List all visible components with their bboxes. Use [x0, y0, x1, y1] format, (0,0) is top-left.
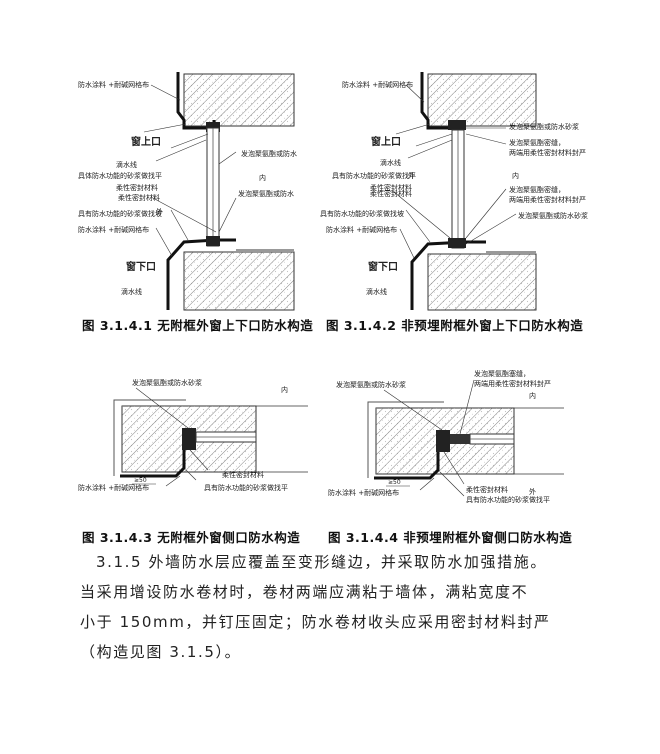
figure-3-1-4-4: 发泡聚氨酯或防水砂浆 发泡聚氨酯塞缝， 两端用柔性密封材料封严 内 外 柔性密封…	[328, 369, 564, 504]
label-foam: 发泡聚氨酯或防水砂浆	[336, 380, 406, 389]
paragraph-line-1: 3.1.5 外墙防水层应覆盖至变形缝边，并采取防水加强措施。	[96, 553, 547, 571]
label-inside: 内	[512, 171, 519, 180]
section-3-1-5-paragraph: 3.1.5 外墙防水层应覆盖至变形缝边，并采取防水加强措施。 当采用增设防水卷材…	[80, 547, 600, 667]
paragraph-line-2: 当采用增设防水卷材时，卷材两端应满粘于墙体，满粘宽度不	[80, 583, 529, 601]
label-seam-top-2: 两端用柔性密封材料封严	[509, 148, 586, 157]
label-seam-1: 发泡聚氨酯塞缝，	[474, 369, 530, 378]
label-drip-top: 滴水线	[380, 158, 401, 167]
label-drip-top: 滴水线	[116, 160, 137, 169]
label-seam-2: 两端用柔性密封材料封严	[474, 379, 551, 388]
label-window-bot: 窗下口	[126, 260, 156, 273]
label-mortar: 具有防水功能的砂浆做找平	[204, 483, 288, 492]
label-sealant: 柔性密封材料	[222, 470, 264, 479]
label-sealant-bot: 柔性密封材料	[370, 189, 412, 198]
bottom-waterproof-layer	[166, 238, 236, 310]
label-coating: 防水涂料 +耐碱网格布	[78, 483, 149, 492]
paragraph-line-3: 小于 150mm，并钉压固定；防水卷材收头应采用密封材料封严	[80, 613, 551, 631]
label-outside: 外	[529, 487, 536, 496]
label-seam-top-1: 发泡聚氨酯密缝，	[509, 138, 565, 147]
label-seam-bot-2: 两端用柔性密封材料封严	[509, 195, 586, 204]
caption-3-1-4-1: 图 3.1.4.1 无附框外窗上下口防水构造	[82, 318, 314, 333]
label-coating-top: 防水涂料 +耐碱网格布	[342, 80, 413, 89]
label-inside: 内	[529, 391, 536, 400]
top-waterproof-layer	[420, 72, 460, 130]
label-window-top: 窗上口	[131, 135, 161, 148]
label-mortar: 具有防水功能的砂浆做找平	[466, 495, 550, 504]
label-coating-bot: 防水涂料 +耐碱网格布	[78, 225, 149, 234]
label-window-top: 窗上口	[371, 135, 401, 148]
label-seam-bot-1: 发泡聚氨酯密缝，	[509, 185, 565, 194]
label-coating: 防水涂料 +耐碱网格布	[328, 488, 399, 497]
label-sealant-top: 柔性密封材料	[370, 183, 412, 192]
label-inside: 内	[259, 173, 266, 182]
label-outside: 外	[156, 207, 163, 216]
label-foam-top: 发泡聚氨酯或防水	[241, 149, 297, 158]
bottom-waterproof-layer	[410, 240, 486, 310]
caption-3-1-4-3: 图 3.1.4.3 无附框外窗侧口防水构造	[82, 530, 301, 545]
label-mortar-top: 具有防水功能的砂浆做找平	[332, 171, 416, 180]
label-drip-bot: 滴水线	[121, 287, 142, 296]
label-drip-bot: 滴水线	[366, 287, 387, 296]
figure-3-1-4-2: 防水涂料 +耐碱网格布 窗上口 滴水线 具有防水功能的砂浆做找平 柔性密封材料 …	[320, 72, 588, 311]
label-foam: 发泡聚氨酯或防水砂浆	[132, 378, 202, 387]
label-foam-bot: 发泡聚氨酯或防水	[238, 189, 294, 198]
figure-3-1-4-3: 发泡聚氨酯或防水砂浆 内 柔性密封材料 防水涂料 +耐碱网格布 具有防水功能的砂…	[78, 378, 308, 492]
label-foam-top: 发泡聚氨酯或防水砂浆	[509, 122, 579, 131]
label-foam-bot: 发泡聚氨酯或防水砂浆	[518, 211, 588, 220]
figure-3-1-4-1: 防水涂料 +耐碱网格布 窗上口 滴水线 具体防水功能的砂浆做找平 柔性密封材料 …	[78, 72, 297, 311]
label-dimension: ≥50	[134, 477, 147, 484]
label-mortar-bot: 具有防水功能的砂浆做找坡	[78, 209, 162, 218]
label-inside: 内	[281, 385, 288, 394]
label-mortar-bot: 具有防水功能的砂浆做找坡	[320, 209, 404, 218]
label-sealant-bot: 柔性密封材料	[118, 193, 160, 202]
label-dimension: ≥50	[388, 479, 401, 486]
caption-3-1-4-2: 图 3.1.4.2 非预埋附框外窗上下口防水构造	[326, 318, 584, 333]
label-sealant-top: 柔性密封材料	[116, 183, 158, 192]
label-mortar-top: 具体防水功能的砂浆做找平	[78, 171, 162, 180]
caption-3-1-4-4: 图 3.1.4.4 非预埋附框外窗侧口防水构造	[328, 530, 573, 545]
label-coating-bot: 防水涂料 +耐碱网格布	[326, 225, 397, 234]
label-coating-top: 防水涂料 +耐碱网格布	[78, 80, 149, 89]
label-window-bot: 窗下口	[368, 260, 398, 273]
label-outside: 外	[408, 171, 415, 180]
label-sealant: 柔性密封材料	[466, 485, 508, 494]
paragraph-line-4: （构造见图 3.1.5）。	[80, 643, 242, 661]
